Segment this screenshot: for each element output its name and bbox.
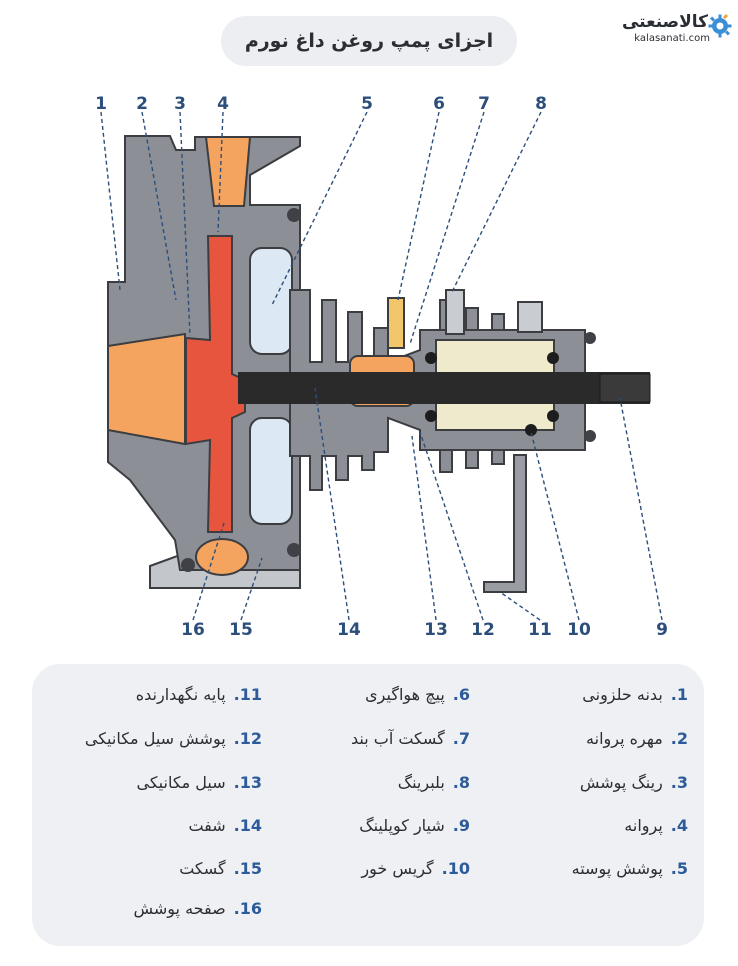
- legend-label: رینگ پوشش: [579, 773, 663, 792]
- cover-window-top: [249, 247, 293, 355]
- page-title: اجزای پمپ روغن داغ نورم: [221, 16, 517, 66]
- legend-item: 14. شفت: [188, 816, 262, 835]
- legend-item: 8. بلبرینگ: [398, 773, 470, 792]
- callout-1: 1: [95, 94, 107, 114]
- legend-label: پروانه: [624, 816, 663, 835]
- legend-item: 2. مهره پروانه: [586, 729, 688, 748]
- callout-14: 14: [337, 620, 361, 640]
- legend-item: 11. پایه نگهدارنده: [136, 685, 262, 704]
- callout-16: 16: [181, 620, 205, 640]
- legend-num: 9.: [452, 816, 470, 835]
- gear-icon: [708, 14, 732, 38]
- legend-num: 10.: [441, 859, 470, 878]
- callout-11: 11: [528, 620, 552, 640]
- logo-url: kalasanati.com: [634, 33, 710, 44]
- logo-name: کالاصنعتی: [621, 12, 708, 32]
- legend-label: گسکت آب بند: [350, 729, 445, 748]
- callout-3: 3: [174, 94, 186, 114]
- legend-item: 9. شیار کوپلینگ: [359, 816, 470, 835]
- legend-label: پوشش سیل مکانیکی: [84, 729, 226, 748]
- legend-item: 15. گسکت: [179, 859, 262, 878]
- bearings: [425, 352, 559, 422]
- legend-item: 13. سیل مکانیکی: [136, 773, 262, 792]
- legend-num: 13.: [233, 773, 262, 792]
- legend-num: 11.: [233, 685, 262, 704]
- legend-item: 12. پوشش سیل مکانیکی: [85, 729, 262, 748]
- legend-item: 5. پوشش پوسته: [572, 859, 688, 878]
- legend-label: پایه نگهدارنده: [135, 685, 226, 704]
- legend-num: 1.: [670, 685, 688, 704]
- legend-num: 8.: [452, 773, 470, 792]
- discharge-port: [204, 136, 252, 207]
- callout-9: 9: [656, 620, 668, 640]
- suction-inlet: [107, 332, 186, 446]
- grease-nipple-top: [445, 289, 465, 335]
- leader-lines: [100, 111, 663, 621]
- legend-label: شیار کوپلینگ: [359, 816, 445, 835]
- callout-7: 7: [478, 94, 490, 114]
- callout-2: 2: [136, 94, 148, 114]
- callout-4: 4: [217, 94, 229, 114]
- legend-item: 1. بدنه حلزونی: [582, 685, 688, 704]
- legend-item: 10. گریس خور: [361, 859, 470, 878]
- legend-label: گریس خور: [361, 859, 434, 878]
- legend-label: شفت: [188, 816, 226, 835]
- legend-num: 6.: [452, 685, 470, 704]
- callout-5: 5: [361, 94, 373, 114]
- legend-num: 7.: [452, 729, 470, 748]
- oil-cup: [517, 301, 543, 333]
- legend-num: 5.: [670, 859, 688, 878]
- callout-10: 10: [567, 620, 591, 640]
- pump-cross-section-diagram: [100, 111, 663, 621]
- callout-15: 15: [229, 620, 253, 640]
- legend-num: 15.: [233, 859, 262, 878]
- legend-label: بدنه حلزونی: [582, 685, 663, 704]
- legend-num: 2.: [670, 729, 688, 748]
- legend-item: 4. پروانه: [624, 816, 688, 835]
- legend-num: 16.: [233, 899, 262, 918]
- legend-label: پیچ هواگیری: [365, 685, 445, 704]
- volute-chamber: [195, 538, 249, 576]
- brand-logo[interactable]: کالاصنعتی kalasanati.com: [606, 8, 732, 48]
- callout-6: 6: [433, 94, 445, 114]
- legend-label: پوشش پوسته: [571, 859, 663, 878]
- legend-panel: [32, 664, 704, 946]
- grease-point: [525, 424, 537, 436]
- legend-label: سیل مکانیکی: [136, 773, 226, 792]
- coupling-end: [599, 373, 651, 403]
- legend-num: 14.: [233, 816, 262, 835]
- callout-12: 12: [471, 620, 495, 640]
- legend-label: گسکت: [179, 859, 226, 878]
- impeller: [185, 235, 246, 533]
- legend-item: 7. گسکت آب بند: [351, 729, 470, 748]
- legend-num: 12.: [233, 729, 262, 748]
- legend-label: صفحه پوشش: [133, 899, 226, 918]
- cover-window-bottom: [249, 417, 293, 525]
- legend-item: 6. پیچ هواگیری: [365, 685, 470, 704]
- shaft: [238, 372, 650, 404]
- legend-num: 3.: [670, 773, 688, 792]
- legend-item: 3. رینگ پوشش: [580, 773, 688, 792]
- vent-screw: [387, 297, 405, 349]
- legend-item: 16. صفحه پوشش: [133, 899, 262, 918]
- legend-label: مهره پروانه: [586, 729, 663, 748]
- support-leg: [483, 454, 527, 593]
- callout-8: 8: [535, 94, 547, 114]
- bolts: [181, 208, 596, 572]
- legend-num: 4.: [670, 816, 688, 835]
- legend-label: بلبرینگ: [397, 773, 445, 792]
- callout-13: 13: [424, 620, 448, 640]
